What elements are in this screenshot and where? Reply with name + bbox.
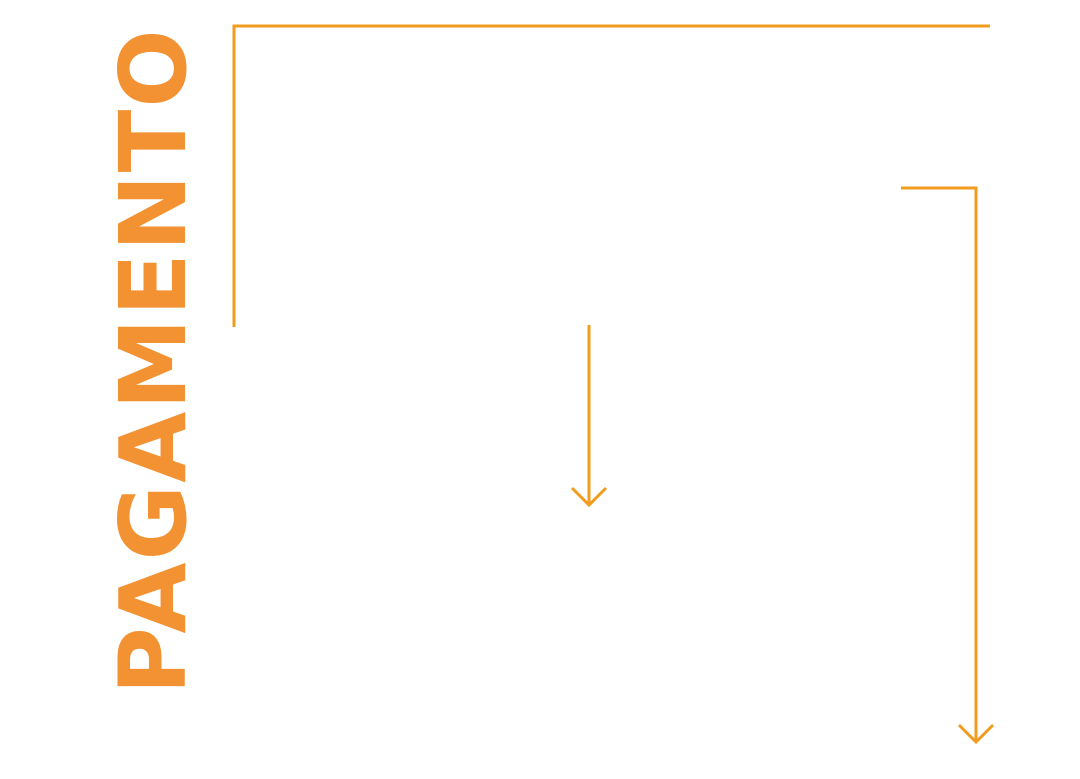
top-bracket-line — [232, 24, 990, 327]
center-arrow-head-icon — [570, 486, 608, 508]
right-arrow-head-icon — [957, 723, 995, 745]
right-bracket-line — [901, 186, 978, 742]
